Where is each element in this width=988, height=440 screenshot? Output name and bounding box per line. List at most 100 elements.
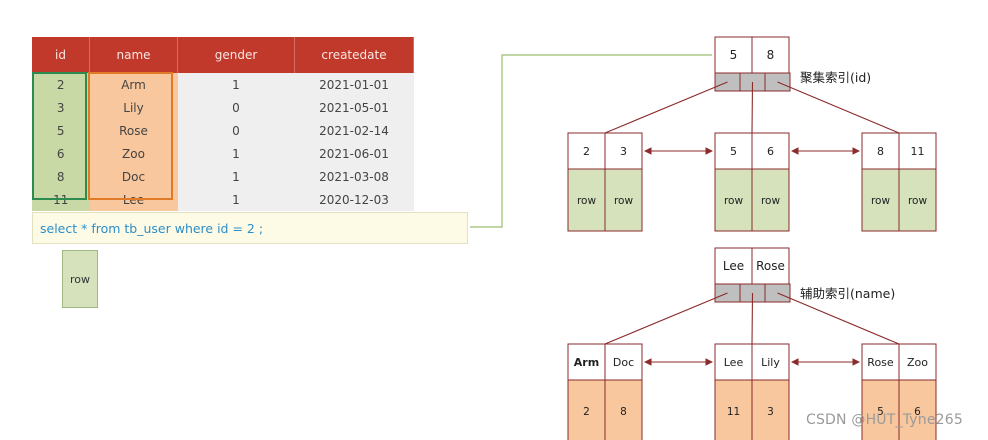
leaf-key-text: 5 [730,145,737,158]
leaf-value-cell [898,379,937,440]
leaf-value-cell [714,379,753,440]
cell-gender: 0 [177,119,295,142]
cell-id: 2 [32,73,90,96]
sql-query: select * from tb_user where id = 2 ; [32,212,468,244]
root-key-text: 5 [730,48,738,62]
header-createdate: createdate [294,37,414,73]
leaf-value-text: row [908,195,928,207]
leaf-key-cell [714,132,753,170]
cell-id: 5 [32,119,90,142]
leaf-value-text: row [761,195,781,207]
leaf-key-cell [567,343,606,381]
leaf-key-cell [861,343,900,381]
cell-gender: 0 [177,96,295,119]
cell-createdate: 2021-05-01 [294,96,414,119]
cell-createdate: 2021-06-01 [294,142,414,165]
cell-name: Lily [89,96,178,119]
table-row: 3 Lily 0 2021-05-01 [32,96,414,119]
pointer-cell [714,72,741,92]
pointer-cell [764,283,791,303]
root-key-cell [714,36,753,74]
leaf-key-text: Doc [613,356,634,369]
tree-edge [777,81,900,134]
leaf-value-text: row [614,195,634,207]
leaf-key-cell [567,132,606,170]
cell-gender: 1 [177,165,295,188]
table-row: 8 Doc 1 2021-03-08 [32,165,414,188]
tree-edge [751,81,754,134]
query-pointer-line [470,54,712,228]
header-gender: gender [177,37,295,73]
leaf-value-text: 3 [767,406,774,418]
root-key-text: Rose [756,259,785,273]
leaf-value-cell [861,379,900,440]
leaf-key-text: 8 [877,145,884,158]
table-row: 6 Zoo 1 2021-06-01 [32,142,414,165]
leaf-key-cell [751,132,790,170]
leaf-key-text: 11 [911,145,925,158]
leaf-key-text: Lily [761,356,780,369]
watermark: CSDN @HUT_Tyne265 [806,412,963,428]
cell-name: Doc [89,165,178,188]
leaf-key-text: Lee [724,356,744,369]
pointer-cell [764,72,791,92]
table-row: 5 Rose 0 2021-02-14 [32,119,414,142]
leaf-value-cell [751,168,790,232]
cell-gender: 1 [177,73,295,96]
leaf-key-text: 6 [767,145,774,158]
pointer-cell [714,283,741,303]
root-key-text: Lee [723,259,744,273]
leaf-key-cell [751,343,790,381]
leaf-value-text: row [577,195,597,207]
leaf-value-cell [751,379,790,440]
leaf-value-cell [567,379,606,440]
leaf-key-text: Rose [867,356,894,369]
root-key-text: 8 [767,48,775,62]
leaf-key-cell [898,132,937,170]
header-id: id [32,37,90,73]
leaf-key-text: Arm [574,356,599,369]
cell-id: 6 [32,142,90,165]
leaf-value-cell [714,168,753,232]
cell-createdate: 2021-01-01 [294,73,414,96]
leaf-key-cell [898,343,937,381]
leaf-key-cell [714,343,753,381]
leaf-key-cell [604,132,643,170]
tree-edge [604,292,728,345]
cell-createdate: 2020-12-03 [294,188,414,211]
leaf-value-cell [604,379,643,440]
cell-createdate: 2021-03-08 [294,165,414,188]
cell-name: Arm [89,73,178,96]
leaf-value-cell [567,168,606,232]
table-row: 2 Arm 1 2021-01-01 [32,73,414,96]
leaf-key-text: 3 [620,145,627,158]
cell-name: Lee [89,188,178,211]
user-table: id name gender createdate 2 Arm 1 2021-0… [32,37,414,211]
leaf-value-text: row [871,195,891,207]
pointer-cell [739,283,766,303]
result-row: row [62,250,98,308]
cell-id: 8 [32,165,90,188]
cell-id: 11 [32,188,90,211]
leaf-key-cell [861,132,900,170]
leaf-key-cell [604,343,643,381]
secondary-index-label: 辅助索引(name) [800,286,896,301]
root-key-cell [714,247,753,285]
leaf-value-text: row [724,195,744,207]
leaf-value-text: 11 [727,406,740,418]
leaf-value-cell [898,168,937,232]
table-row: 11 Lee 1 2020-12-03 [32,188,414,211]
header-name: name [89,37,178,73]
leaf-value-text: 2 [583,406,590,418]
leaf-value-cell [861,168,900,232]
cell-name: Rose [89,119,178,142]
cell-id: 3 [32,96,90,119]
root-key-cell [751,36,790,74]
tree-edge [751,292,754,345]
cell-name: Zoo [89,142,178,165]
clustered-index-label: 聚集索引(id) [800,70,872,85]
cell-createdate: 2021-02-14 [294,119,414,142]
leaf-value-cell [604,168,643,232]
leaf-value-text: 8 [620,406,627,418]
